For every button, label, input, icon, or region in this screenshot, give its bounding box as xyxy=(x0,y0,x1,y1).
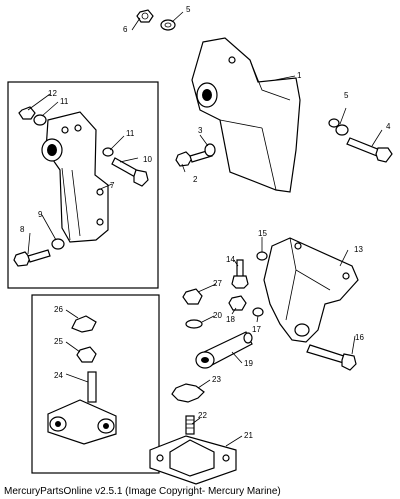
washer-part-3 xyxy=(204,143,216,157)
mount-part-21 xyxy=(149,435,237,485)
stud-part-22 xyxy=(185,415,195,435)
callout-13: 13 xyxy=(354,245,363,254)
callout-14: 14 xyxy=(226,255,235,264)
stop-part-26 xyxy=(71,315,97,333)
callout-11-left: 11 xyxy=(60,97,69,106)
callout-5-top: 5 xyxy=(186,5,191,14)
washer-part-11-left xyxy=(33,114,47,126)
bracket-part-7 xyxy=(41,111,109,243)
callout-10: 10 xyxy=(143,155,152,164)
washer-part-9 xyxy=(51,238,65,250)
bracket-part-13 xyxy=(263,237,359,343)
callout-27: 27 xyxy=(213,279,222,288)
washer-part-11-right xyxy=(102,147,114,157)
washer-part-15 xyxy=(256,251,268,261)
callout-19: 19 xyxy=(244,359,253,368)
callout-21: 21 xyxy=(244,431,253,440)
copyright-caption: MercuryPartsOnline v2.5.1 (Image Copyrig… xyxy=(4,486,281,497)
bolt-part-4 xyxy=(346,137,393,163)
washer-part-17 xyxy=(252,307,264,317)
callout-4: 4 xyxy=(386,122,391,131)
callout-12: 12 xyxy=(48,89,57,98)
callout-16: 16 xyxy=(355,333,364,342)
callout-15: 15 xyxy=(258,229,267,238)
bolt-part-14 xyxy=(231,259,249,289)
callout-26: 26 xyxy=(54,305,63,314)
bolt-part-10 xyxy=(111,157,149,187)
callout-9: 9 xyxy=(38,210,43,219)
nut-part-25 xyxy=(76,346,97,363)
callout-18: 18 xyxy=(226,315,235,324)
callout-17: 17 xyxy=(252,325,261,334)
nut-part-12 xyxy=(18,106,36,120)
callout-25: 25 xyxy=(54,337,63,346)
callout-8: 8 xyxy=(20,225,25,234)
washer-part-5-right xyxy=(335,124,349,136)
callout-22: 22 xyxy=(198,411,207,420)
callout-5-right: 5 xyxy=(344,91,349,100)
washer-part-20 xyxy=(185,319,203,329)
nut-part-18 xyxy=(228,295,247,311)
bracket-part-1 xyxy=(191,37,301,193)
callout-11-right: 11 xyxy=(126,129,135,138)
inset-box-left-bottom xyxy=(31,294,160,474)
nut-part-6 xyxy=(136,9,154,23)
nut-part-27 xyxy=(182,288,203,305)
leader-lines xyxy=(27,11,383,447)
inset-box-left-top xyxy=(7,81,159,289)
stud-part-24 xyxy=(87,371,97,403)
callout-2: 2 xyxy=(193,175,198,184)
callout-7: 7 xyxy=(110,181,115,190)
link-part-19 xyxy=(195,331,253,369)
callout-labels: 1 2 3 4 5 5 6 7 8 9 10 11 11 12 13 14 15… xyxy=(20,5,391,440)
callout-23: 23 xyxy=(212,375,221,384)
callout-3: 3 xyxy=(198,126,203,135)
washer-part-5b xyxy=(328,118,340,128)
washer-part-5-top xyxy=(160,19,176,31)
bolt-part-16 xyxy=(306,344,357,371)
callout-24: 24 xyxy=(54,371,63,380)
callout-6: 6 xyxy=(123,25,128,34)
callout-20: 20 xyxy=(213,311,222,320)
star-washer-part-23 xyxy=(171,383,205,403)
link-bottom xyxy=(47,399,117,445)
callout-1: 1 xyxy=(297,71,302,80)
bolt-part-8 xyxy=(13,249,51,267)
